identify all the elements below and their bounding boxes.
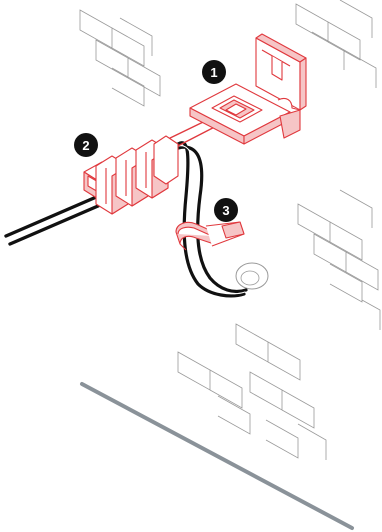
brick-pattern-top-left	[80, 10, 160, 106]
wall-cable-grommet	[236, 263, 268, 289]
callout-1-label: 1	[210, 65, 217, 80]
brick-pattern-lower	[178, 324, 326, 460]
wall-mount-bracket	[190, 34, 306, 144]
callout-3: 3	[214, 198, 238, 222]
connector-housing	[84, 136, 178, 214]
cable-loop	[172, 143, 246, 296]
callout-3-label: 3	[222, 203, 229, 218]
callout-2-label: 2	[82, 138, 89, 153]
brick-pattern-top-right	[296, 0, 376, 88]
brick-pattern-right	[298, 190, 380, 330]
connector-ribs	[96, 136, 178, 214]
callout-2: 2	[74, 133, 98, 157]
callout-1: 1	[202, 60, 226, 84]
floor-line	[82, 384, 352, 528]
